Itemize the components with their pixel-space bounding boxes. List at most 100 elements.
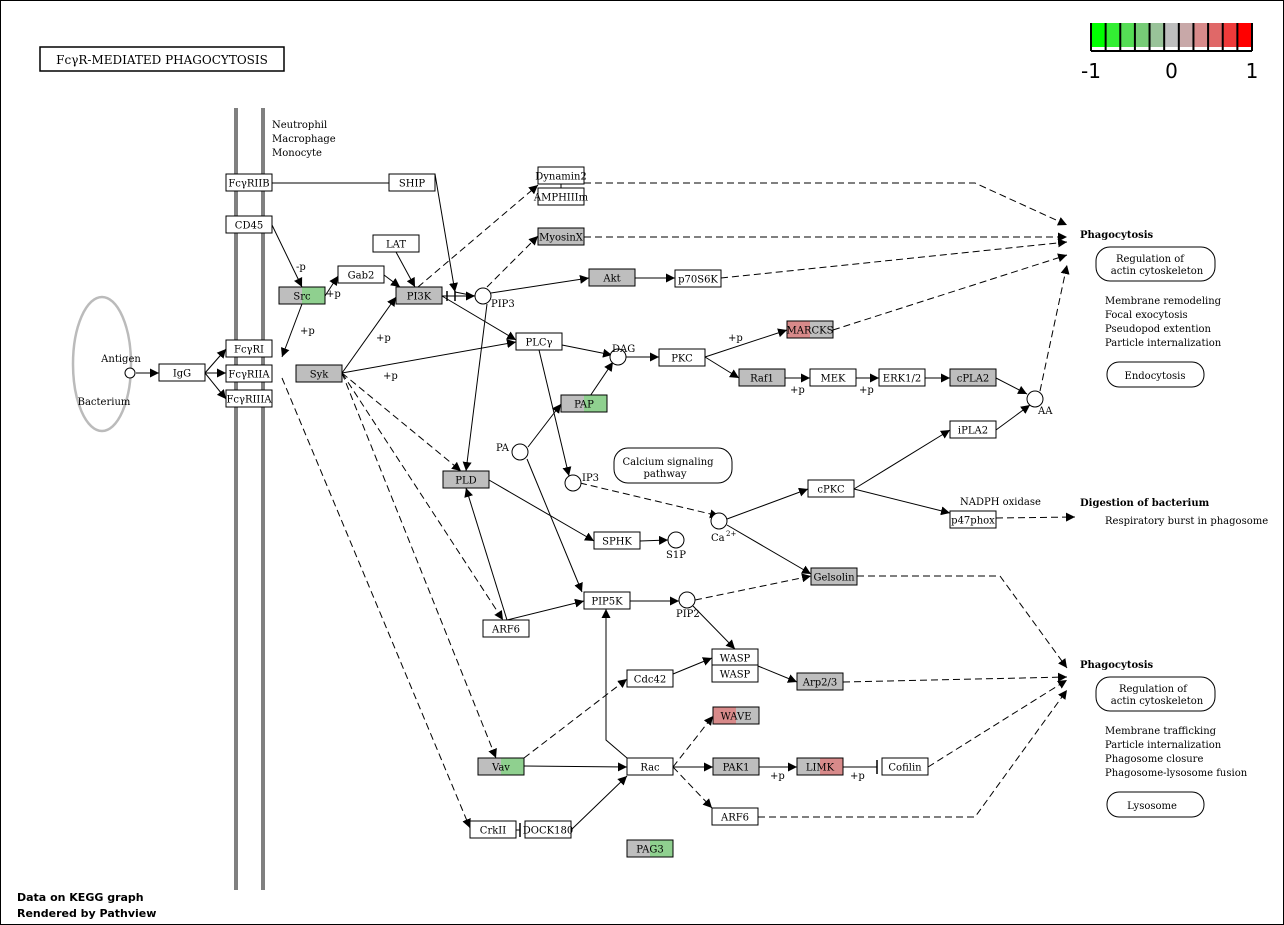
- node-lat[interactable]: LAT: [372, 234, 420, 253]
- node-marcks[interactable]: MARCKS: [786, 320, 834, 339]
- node-crkii[interactable]: CrkII: [469, 820, 517, 839]
- modifier-phosphorylation: +p: [326, 289, 341, 300]
- edge-indirect: [720, 238, 1068, 279]
- modifier-phosphorylation: +p: [859, 385, 874, 396]
- footer-render-note: Rendered by Pathview: [17, 907, 156, 920]
- node-dock180[interactable]: DOCK180: [523, 820, 573, 839]
- node-src[interactable]: Src: [278, 286, 326, 305]
- node-syk[interactable]: Syk: [295, 364, 343, 383]
- node-label: cPKC: [817, 485, 845, 496]
- edge-activation: [726, 487, 809, 520]
- node-label: Cdc42: [634, 675, 666, 686]
- svg-text:FcγR-MEDIATED PHAGOCYTOSIS: FcγR-MEDIATED PHAGOCYTOSIS: [56, 53, 268, 67]
- node-plcy[interactable]: PLCγ: [515, 332, 563, 351]
- node-gab2[interactable]: Gab2: [337, 265, 385, 284]
- node-label: CD45: [235, 221, 263, 232]
- antigen-label: Antigen: [100, 354, 141, 365]
- node-vav[interactable]: Vav: [477, 757, 525, 776]
- svg-text:actin cytoskeleton: actin cytoskeleton: [1111, 696, 1204, 707]
- node-wasp1[interactable]: WASP: [711, 648, 759, 667]
- edge-activation: [704, 356, 740, 379]
- node-cd45[interactable]: CD45: [225, 215, 273, 234]
- node-sphk[interactable]: SPHK: [593, 531, 641, 550]
- node-ship[interactable]: SHIP: [388, 173, 436, 192]
- pathway-box-regulation-top[interactable]: Regulation of actin cytoskeleton: [1095, 246, 1216, 282]
- node-pkc[interactable]: PKC: [658, 348, 706, 367]
- node-cdc42[interactable]: Cdc42: [626, 669, 674, 688]
- node-rac[interactable]: Rac: [626, 757, 674, 776]
- node-cofilin[interactable]: Cofilin: [881, 757, 929, 776]
- node-pld[interactable]: PLD: [442, 470, 490, 489]
- footer-data-note: Data on KEGG graph: [17, 891, 144, 904]
- node-pap[interactable]: PAP: [560, 394, 608, 413]
- node-fcyriiia[interactable]: FcγRIIIA: [225, 389, 273, 408]
- compound-ip3[interactable]: [564, 474, 582, 492]
- node-pip5k[interactable]: PIP5K: [583, 591, 631, 610]
- compound-pa[interactable]: [511, 443, 529, 461]
- node-ipla2[interactable]: iPLA2: [949, 420, 997, 439]
- pathway-box-calcium[interactable]: Calcium signaling pathway: [613, 447, 733, 484]
- compound-aa[interactable]: [1026, 390, 1044, 408]
- node-arf6-top[interactable]: ARF6: [482, 619, 530, 638]
- node-wave[interactable]: WAVE: [712, 706, 760, 725]
- edge-activation: [280, 303, 303, 358]
- edge-activation: [441, 295, 517, 341]
- node-pi3k[interactable]: PI3K: [395, 286, 443, 305]
- node-pak1[interactable]: PAK1: [712, 757, 760, 776]
- node-label: Gelsolin: [813, 573, 855, 584]
- node-limk[interactable]: LIMK: [796, 757, 844, 776]
- node-dynamin2[interactable]: Dynamin2: [535, 166, 587, 185]
- node-label: IgG: [173, 369, 191, 380]
- legend-swatch: [1164, 23, 1180, 47]
- node-amphiiim[interactable]: AMPHIIIm: [533, 187, 589, 206]
- node-cpla2[interactable]: cPLA2: [949, 368, 997, 387]
- node-p70s6k[interactable]: p70S6K: [674, 269, 722, 288]
- compound-label-s1p: S1P: [666, 550, 686, 561]
- node-cpkc[interactable]: cPKC: [807, 479, 855, 498]
- node-gelsolin[interactable]: Gelsolin: [810, 567, 858, 586]
- compound-ca2[interactable]: [710, 512, 728, 530]
- edge-indirect: [417, 184, 539, 288]
- pathway-title: FcγR-MEDIATED PHAGOCYTOSIS: [39, 46, 285, 72]
- edge-indirect: [927, 679, 1068, 768]
- legend-swatch: [1134, 23, 1150, 47]
- node-mek[interactable]: MEK: [809, 368, 857, 387]
- edge-activation: [506, 598, 585, 621]
- compound-dag[interactable]: [609, 348, 627, 366]
- node-igg[interactable]: IgG: [158, 363, 206, 382]
- compound-s1p[interactable]: [667, 531, 685, 549]
- outcome-phagocytosis-top: Phagocytosis: [1080, 230, 1154, 241]
- legend-label: 1: [1246, 59, 1259, 83]
- legend-swatch: [1105, 23, 1121, 47]
- pathway-box-regulation-bottom[interactable]: Regulation of actin cytoskeleton: [1095, 676, 1216, 712]
- edge-indirect: [672, 715, 714, 768]
- node-erk12[interactable]: ERK1/2: [878, 368, 926, 387]
- outcome-item: Phagosome closure: [1105, 754, 1203, 765]
- node-akt[interactable]: Akt: [588, 268, 636, 287]
- node-label: DOCK180: [523, 826, 573, 837]
- node-raf1[interactable]: Raf1: [738, 368, 786, 387]
- pathway-box-lysosome[interactable]: Lysosome: [1106, 791, 1205, 818]
- compound-pip2[interactable]: [678, 591, 696, 609]
- node-arf6-bottom[interactable]: ARF6: [711, 807, 759, 826]
- node-label: LIMK: [806, 763, 835, 774]
- node-arp23[interactable]: Arp2/3: [796, 672, 844, 691]
- node-fcyri[interactable]: FcγRI: [225, 339, 273, 358]
- edge-indirect: [672, 766, 713, 809]
- pathway-box-endocytosis[interactable]: Endocytosis: [1106, 361, 1205, 388]
- compound-antigen[interactable]: [124, 367, 136, 379]
- node-p47phox[interactable]: p47phox: [949, 510, 997, 529]
- node-label: PLD: [455, 476, 476, 487]
- node-myosinx[interactable]: MyosinX: [537, 227, 585, 246]
- compound-pip3[interactable]: [474, 287, 492, 305]
- edge-activation: [490, 274, 590, 294]
- node-wasp2[interactable]: WASP: [711, 664, 759, 683]
- node-pag3[interactable]: PAG3: [626, 839, 674, 858]
- node-fcyriib[interactable]: FcγRIIB: [225, 173, 273, 192]
- node-label: Rac: [640, 763, 660, 774]
- node-label: Cofilin: [888, 763, 922, 774]
- node-fcyriia[interactable]: FcγRIIA: [225, 364, 273, 383]
- compound-label-ip3: IP3: [582, 473, 599, 484]
